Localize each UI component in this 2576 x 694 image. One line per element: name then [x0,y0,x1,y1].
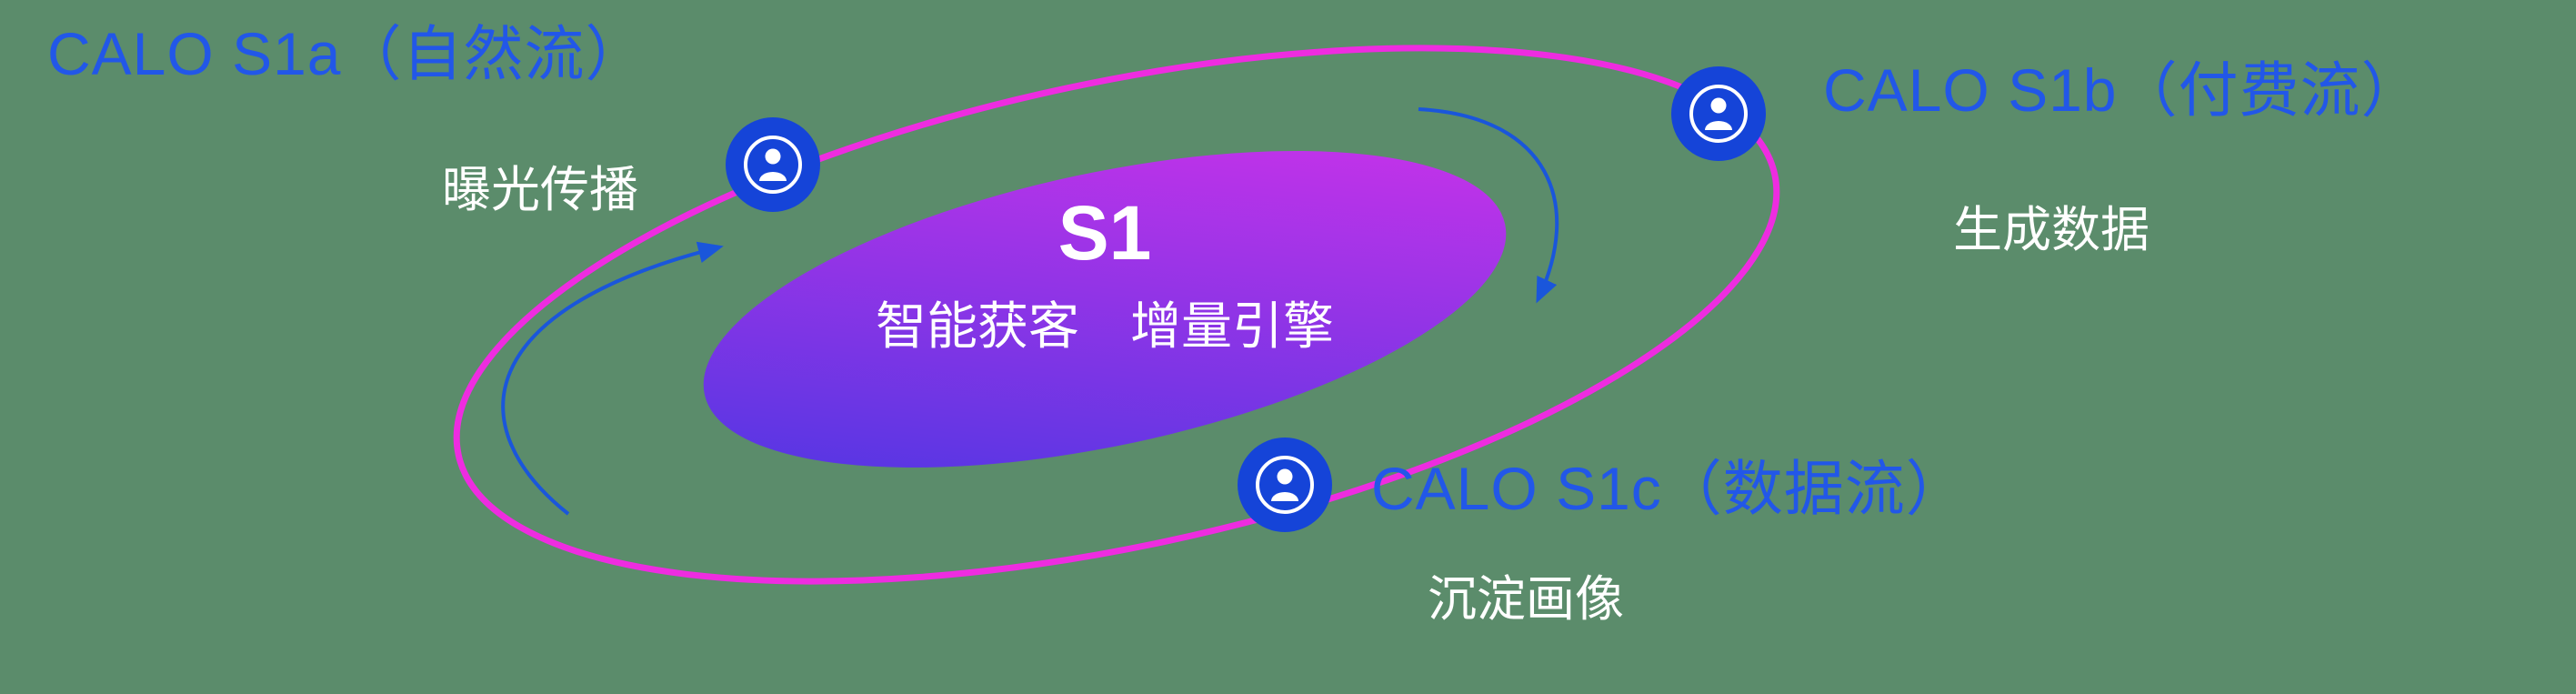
node-s1b [1671,66,1766,161]
flow-arrow-left [501,241,724,516]
label-s1a: CALO S1a（自然流） [47,20,647,87]
flow-arrow-right [1418,107,1559,304]
core-title: S1 [1057,190,1152,276]
orbit-ring [453,45,1780,585]
label-s1b: CALO S1b（付费流） [1823,56,2422,124]
node-circle [726,117,820,212]
sublabel-s1b: 生成数据 [1953,203,2150,257]
core-subtitle: 智能获客 增量引擎 [876,297,1334,356]
sublabel-s1c: 沉淀画像 [1428,572,1624,627]
user-icon [1689,85,1748,143]
user-icon [744,136,802,194]
core-ellipse [703,150,1507,468]
node-s1c [1238,438,1332,532]
core-text-block: S1 智能获客 增量引擎 [832,193,1378,359]
node-circle [1671,66,1766,161]
sublabel-s1a: 曝光传播 [442,163,638,217]
label-s1c: CALO S1c（数据流） [1371,455,1967,522]
node-circle [1238,438,1332,532]
node-s1a [726,117,820,212]
user-icon [1256,456,1314,514]
